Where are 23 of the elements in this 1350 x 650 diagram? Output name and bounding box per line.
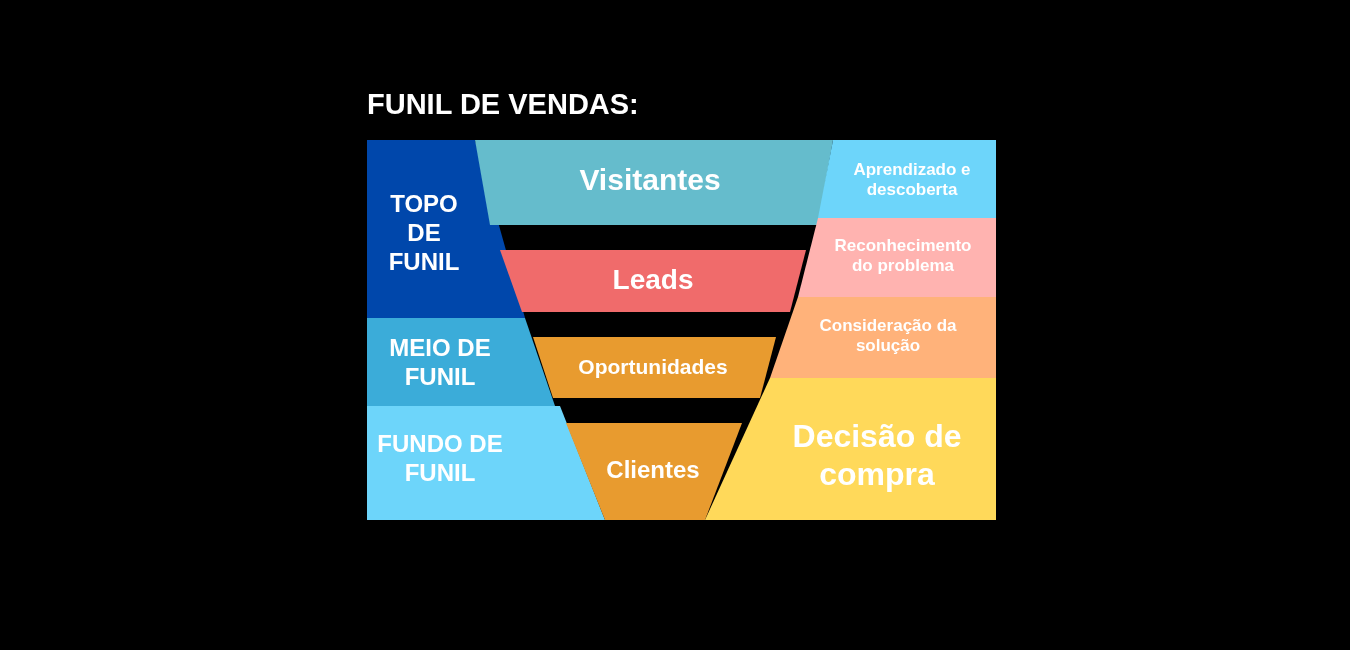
- stage-label: Visitantes: [578, 162, 722, 198]
- buyer-journey-band: [770, 297, 996, 378]
- diagram-title: FUNIL DE VENDAS:: [367, 88, 639, 121]
- funnel-layer: [566, 423, 742, 520]
- funnel-layer: [500, 250, 806, 312]
- funnel-stage-band: [367, 318, 555, 406]
- stage-label: TOPO DE FUNIL: [387, 190, 461, 277]
- stage-label: Decisão de compra: [791, 416, 963, 494]
- buyer-journey-band: [798, 218, 996, 297]
- buyer-journey-band: [705, 378, 996, 520]
- funnel-stage-band: [367, 406, 605, 520]
- buyer-journey-band: [818, 140, 996, 218]
- stage-label: Oportunidades: [577, 353, 729, 379]
- stage-label: Aprendizado e descoberta: [852, 159, 972, 201]
- stage-label: MEIO DE FUNIL: [388, 334, 492, 392]
- funnel-layer: [475, 140, 833, 225]
- stage-label: Consideração da solução: [818, 315, 958, 357]
- stage-label: FUNDO DE FUNIL: [376, 430, 504, 488]
- stage-label: Clientes: [605, 455, 701, 485]
- stage-label: Reconhecimento do problema: [833, 235, 973, 277]
- funnel-layer: [533, 337, 776, 398]
- stage-label: Leads: [611, 263, 695, 297]
- funnel-stage-band: [367, 140, 525, 318]
